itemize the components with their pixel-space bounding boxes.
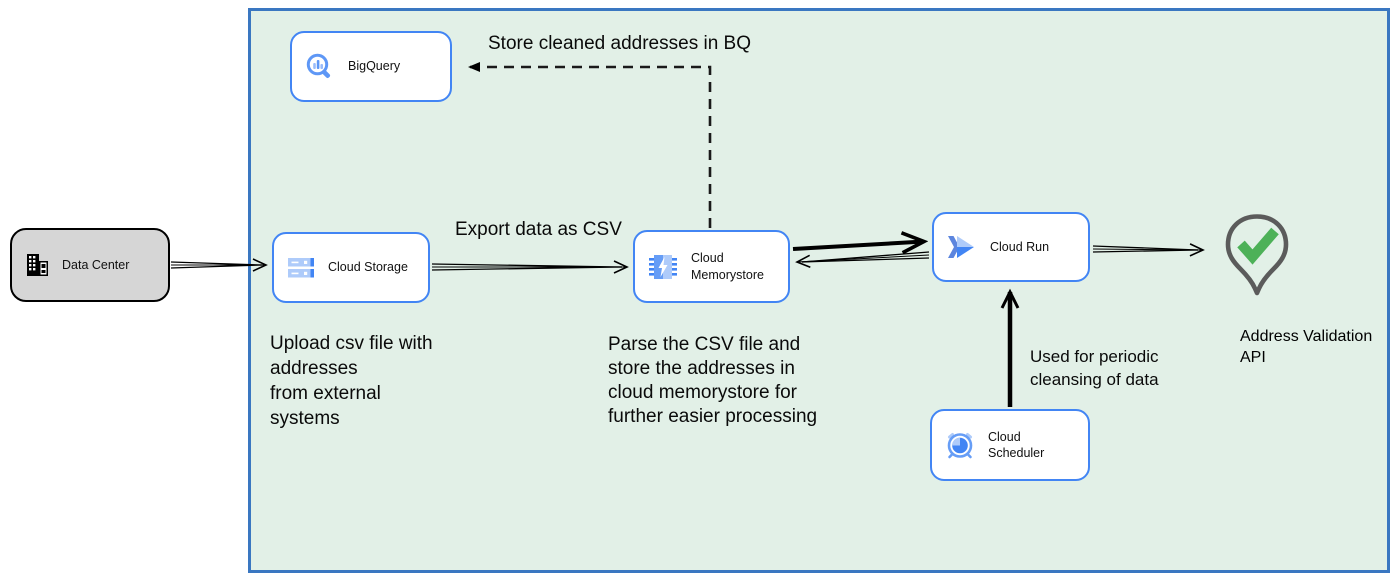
address-validation-api-label: Address Validation API [1240,328,1373,366]
node-label: Data Center [62,257,130,272]
annotation-upload-note: Upload csv file with addresses from exte… [270,333,433,429]
node-cloud-storage[interactable]: Cloud Storage [272,232,430,303]
scheduler-icon [944,429,976,461]
node-cloud-memorystore[interactable]: Cloud Memorystore [633,230,790,303]
gcp-container-zone [248,8,1390,573]
annotation-store-cleaned-bq: Store cleaned addresses in BQ [488,33,751,54]
map-pin-check-icon[interactable] [1222,212,1292,307]
node-cloud-scheduler[interactable]: Cloud Scheduler [930,409,1090,481]
node-label: Cloud Scheduler [988,429,1045,460]
building-icon [24,252,50,278]
memorystore-icon [647,252,679,282]
cloud-run-icon [946,234,978,260]
cloud-storage-icon [286,255,316,281]
node-label: Cloud Storage [328,260,408,275]
annotation-parse-note: Parse the CSV file and store the address… [608,334,818,427]
annotation-export-csv: Export data as CSV [455,219,622,240]
node-label: BigQuery [348,59,401,74]
node-label: Cloud Memorystore [691,251,764,282]
node-label: Cloud Run [990,239,1050,254]
node-cloud-run[interactable]: Cloud Run [932,212,1090,282]
node-data-center[interactable]: Data Center [10,228,170,302]
bigquery-icon [304,51,336,83]
node-bigquery[interactable]: BigQuery [290,31,452,102]
annotation-scheduler-note: Used for periodic cleansing of data [1030,347,1159,389]
